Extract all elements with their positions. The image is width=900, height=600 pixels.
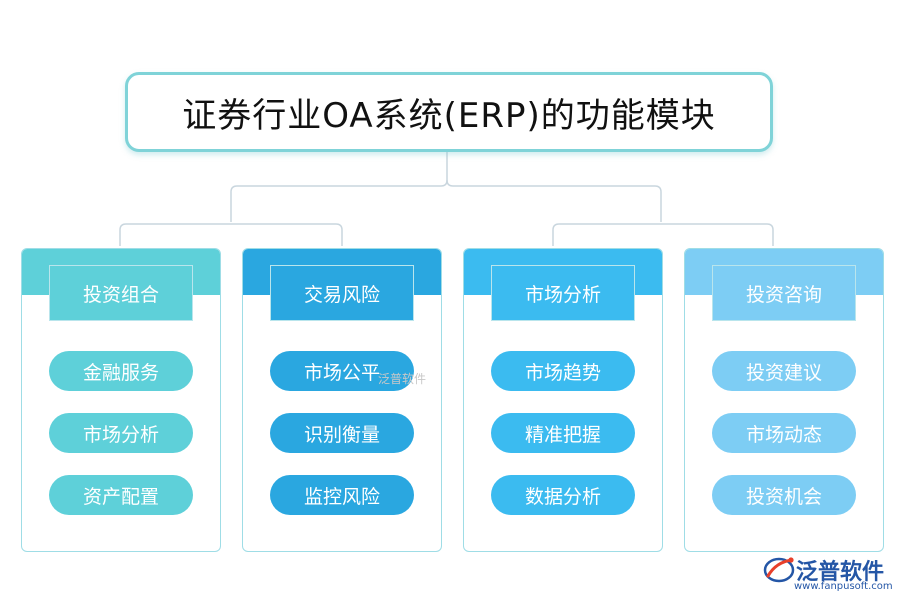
module-header: 交易风险: [270, 265, 414, 321]
title-box: 证券行业OA系统(ERP)的功能模块: [125, 72, 773, 152]
connector-root: [440, 152, 448, 187]
module-header: 市场分析: [491, 265, 635, 321]
module-card-portfolio: 投资组合 金融服务 市场分析 资产配置: [21, 248, 221, 552]
module-item[interactable]: 金融服务: [49, 351, 193, 391]
module-item[interactable]: 市场趋势: [491, 351, 635, 391]
logo-url: www.fanpusoft.com: [794, 581, 893, 592]
module-item[interactable]: 精准把握: [491, 413, 635, 453]
module-item[interactable]: 资产配置: [49, 475, 193, 515]
logo-icon: [763, 557, 795, 583]
module-card-investment-consulting: 投资咨询 投资建议 市场动态 投资机会: [684, 248, 884, 552]
module-item[interactable]: 识别衡量: [270, 413, 414, 453]
module-item[interactable]: 数据分析: [491, 475, 635, 515]
connector-trunk: [446, 179, 662, 222]
module-item[interactable]: 监控风险: [270, 475, 414, 515]
connector-trunk-left: [230, 185, 441, 222]
module-item[interactable]: 投资机会: [712, 475, 856, 515]
brand-logo: 泛普软件 www.fanpusoft.com: [758, 550, 898, 596]
module-header: 投资咨询: [712, 265, 856, 321]
watermark: 泛普软件: [378, 372, 427, 386]
module-item[interactable]: 市场动态: [712, 413, 856, 453]
connector-left-branch: [119, 223, 343, 246]
module-card-market-analysis: 市场分析 市场趋势 精准把握 数据分析: [463, 248, 663, 552]
module-card-trading-risk: 交易风险 市场公平 识别衡量 监控风险: [242, 248, 442, 552]
logo-name: 泛普软件: [796, 560, 885, 585]
module-item[interactable]: 市场分析: [49, 413, 193, 453]
module-item[interactable]: 市场公平: [270, 351, 414, 391]
connector-right-branch: [552, 223, 774, 246]
module-item[interactable]: 投资建议: [712, 351, 856, 391]
module-header: 投资组合: [49, 265, 193, 321]
diagram-title: 证券行业OA系统(ERP)的功能模块: [182, 95, 716, 136]
